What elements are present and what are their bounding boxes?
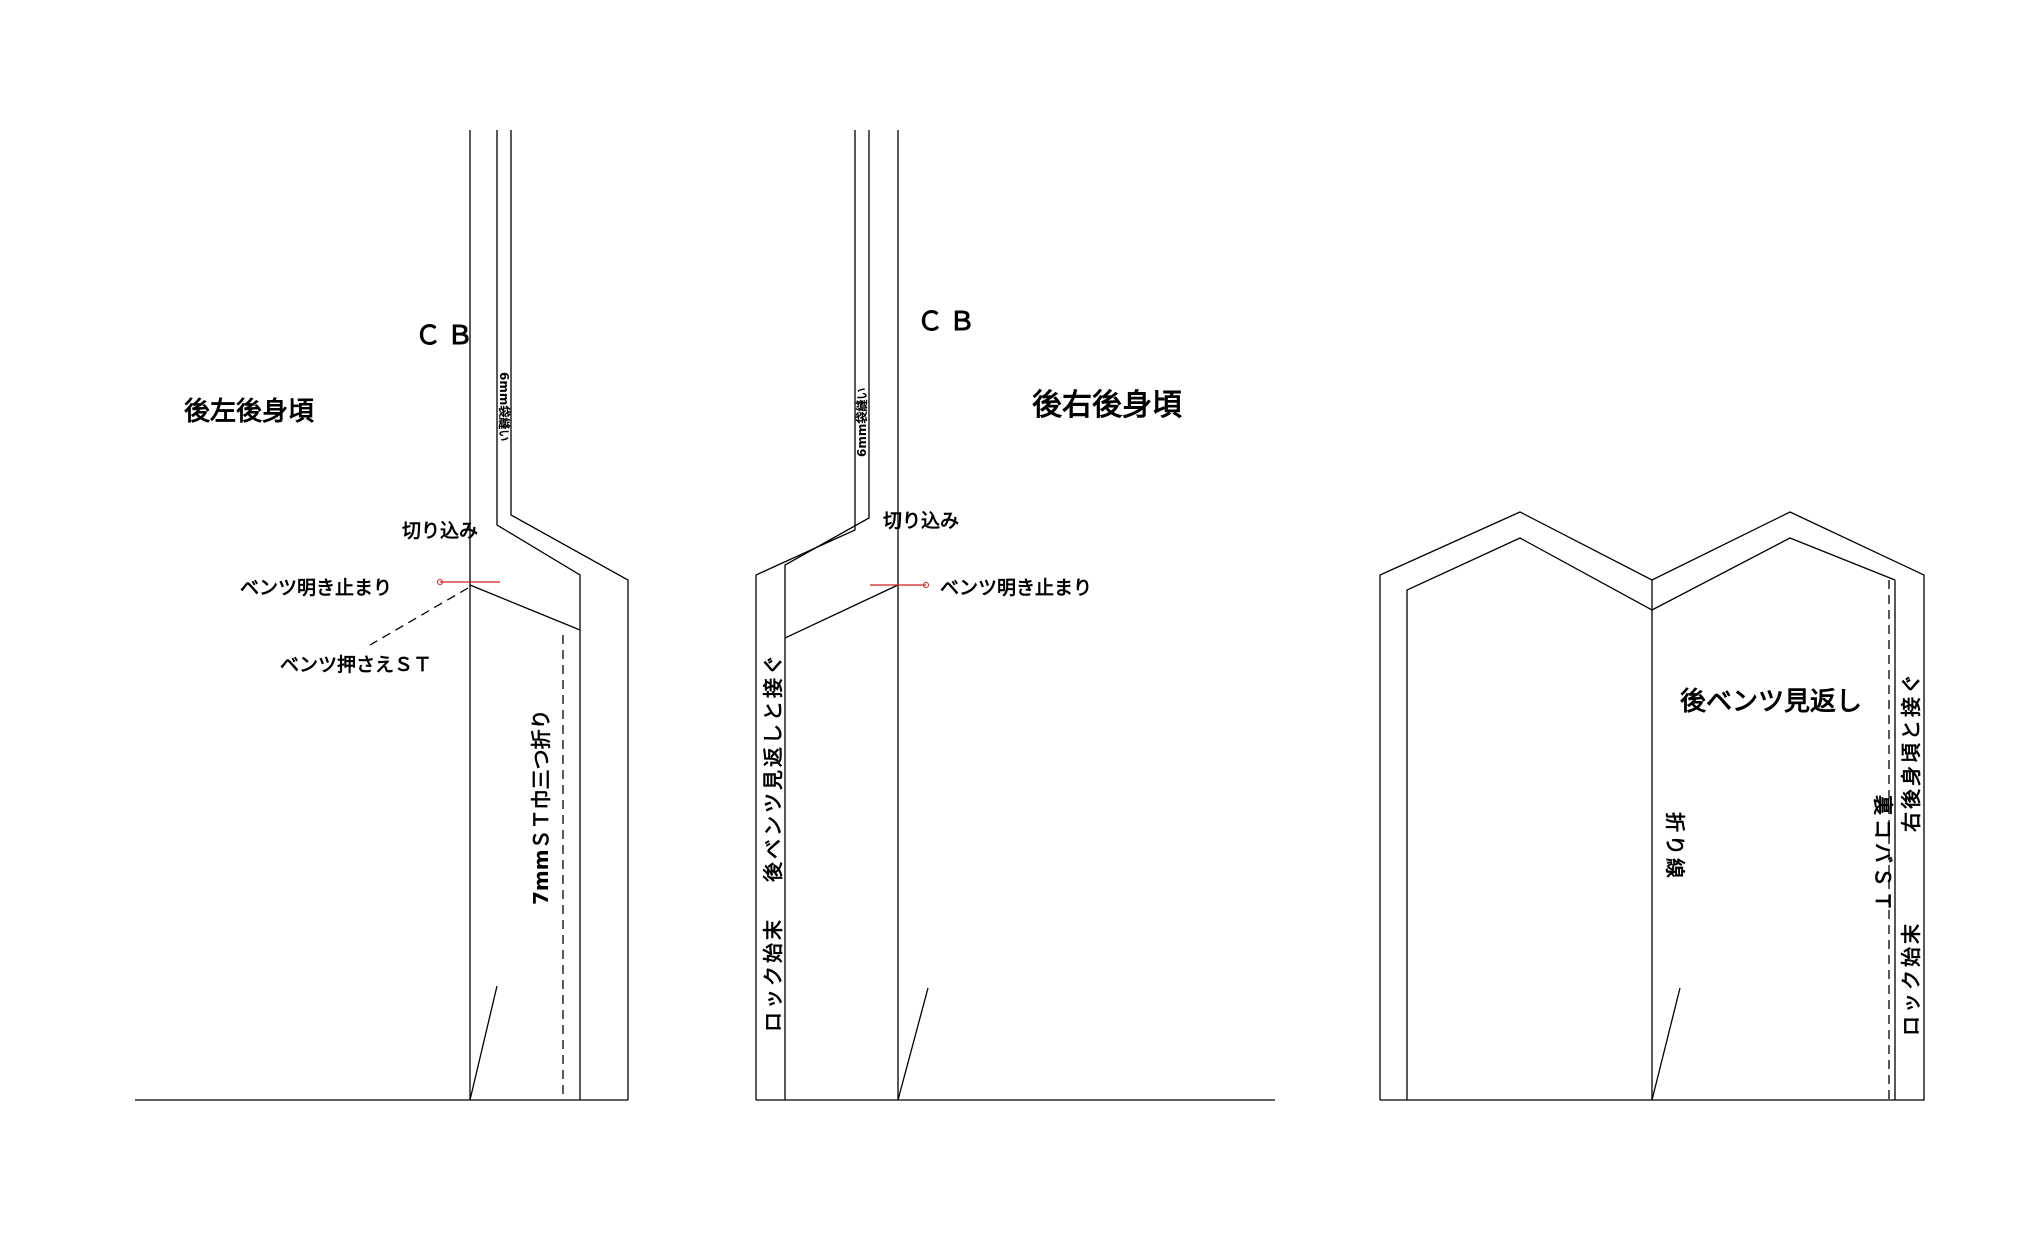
left-grain-mark [469, 985, 498, 1101]
right-title: 後ベンツ見返し [1680, 686, 1862, 717]
middle-title: 後右後身頃 [1032, 388, 1182, 423]
left-back-body-pattern: 後左後身頃 ＣＢ 切り込み ベンツ明き止まり ベンツ押さえＳＴ 6mm袋縫い 7… [135, 130, 629, 1101]
facing-outline-inner [1406, 537, 1896, 1100]
right-lock-label: ロック始末 [1899, 921, 1923, 1036]
back-vent-facing-pattern: 後ベンツ見返し 折り線 右後身頃と接ぐ 裏コバＳＴ ロック始末 [1379, 511, 1925, 1101]
right-join-label: 右後身頃と接ぐ [1899, 671, 1923, 832]
middle-cb-label: ＣＢ [917, 307, 981, 337]
right-stitch-label: 裏コバＳＴ [1871, 794, 1895, 915]
left-slit-label: 切り込み [402, 520, 478, 542]
left-vent-stitch-line [369, 587, 469, 646]
middle-vent-stop-point [923, 582, 929, 588]
left-vent-stitch-label: ベンツ押さえＳＴ [280, 653, 432, 676]
left-seam-line-inner [496, 130, 581, 1100]
left-cb-label: ＣＢ [415, 321, 479, 351]
facing-grain-mark [1651, 987, 1681, 1101]
middle-join-label: 後ベンツ見返しと接ぐ [761, 652, 785, 882]
middle-slit-label: 切り込み [883, 510, 959, 532]
middle-seam-line-inner [784, 130, 870, 1100]
middle-seam-line-outer [755, 130, 856, 1100]
middle-vent-stop-label: ベンツ明き止まり [940, 577, 1092, 599]
left-hem-label: 7mmＳＴ巾三つ折り [529, 709, 553, 905]
facing-outline-outer [1379, 511, 1925, 1101]
middle-grain-mark [897, 987, 929, 1101]
right-back-body-pattern: 後右後身頃 ＣＢ 切り込み ベンツ明き止まり 6mm袋縫い 後ベンツ見返しと接ぐ… [755, 130, 1275, 1101]
left-vent-stop-label: ベンツ明き止まり [240, 577, 392, 599]
middle-seam-label: 6mm袋縫い [854, 388, 869, 457]
middle-vent-edge [784, 584, 899, 639]
left-title: 後左後身頃 [184, 396, 315, 427]
left-vent-stop-point [437, 579, 443, 585]
left-vent-edge [469, 584, 581, 631]
middle-lock-label: ロック始末 [761, 917, 785, 1032]
right-fold-label: 折り線 [1663, 812, 1687, 881]
left-seam-label: 6mm袋縫い [497, 372, 512, 441]
left-seam-line-outer [510, 130, 629, 1100]
